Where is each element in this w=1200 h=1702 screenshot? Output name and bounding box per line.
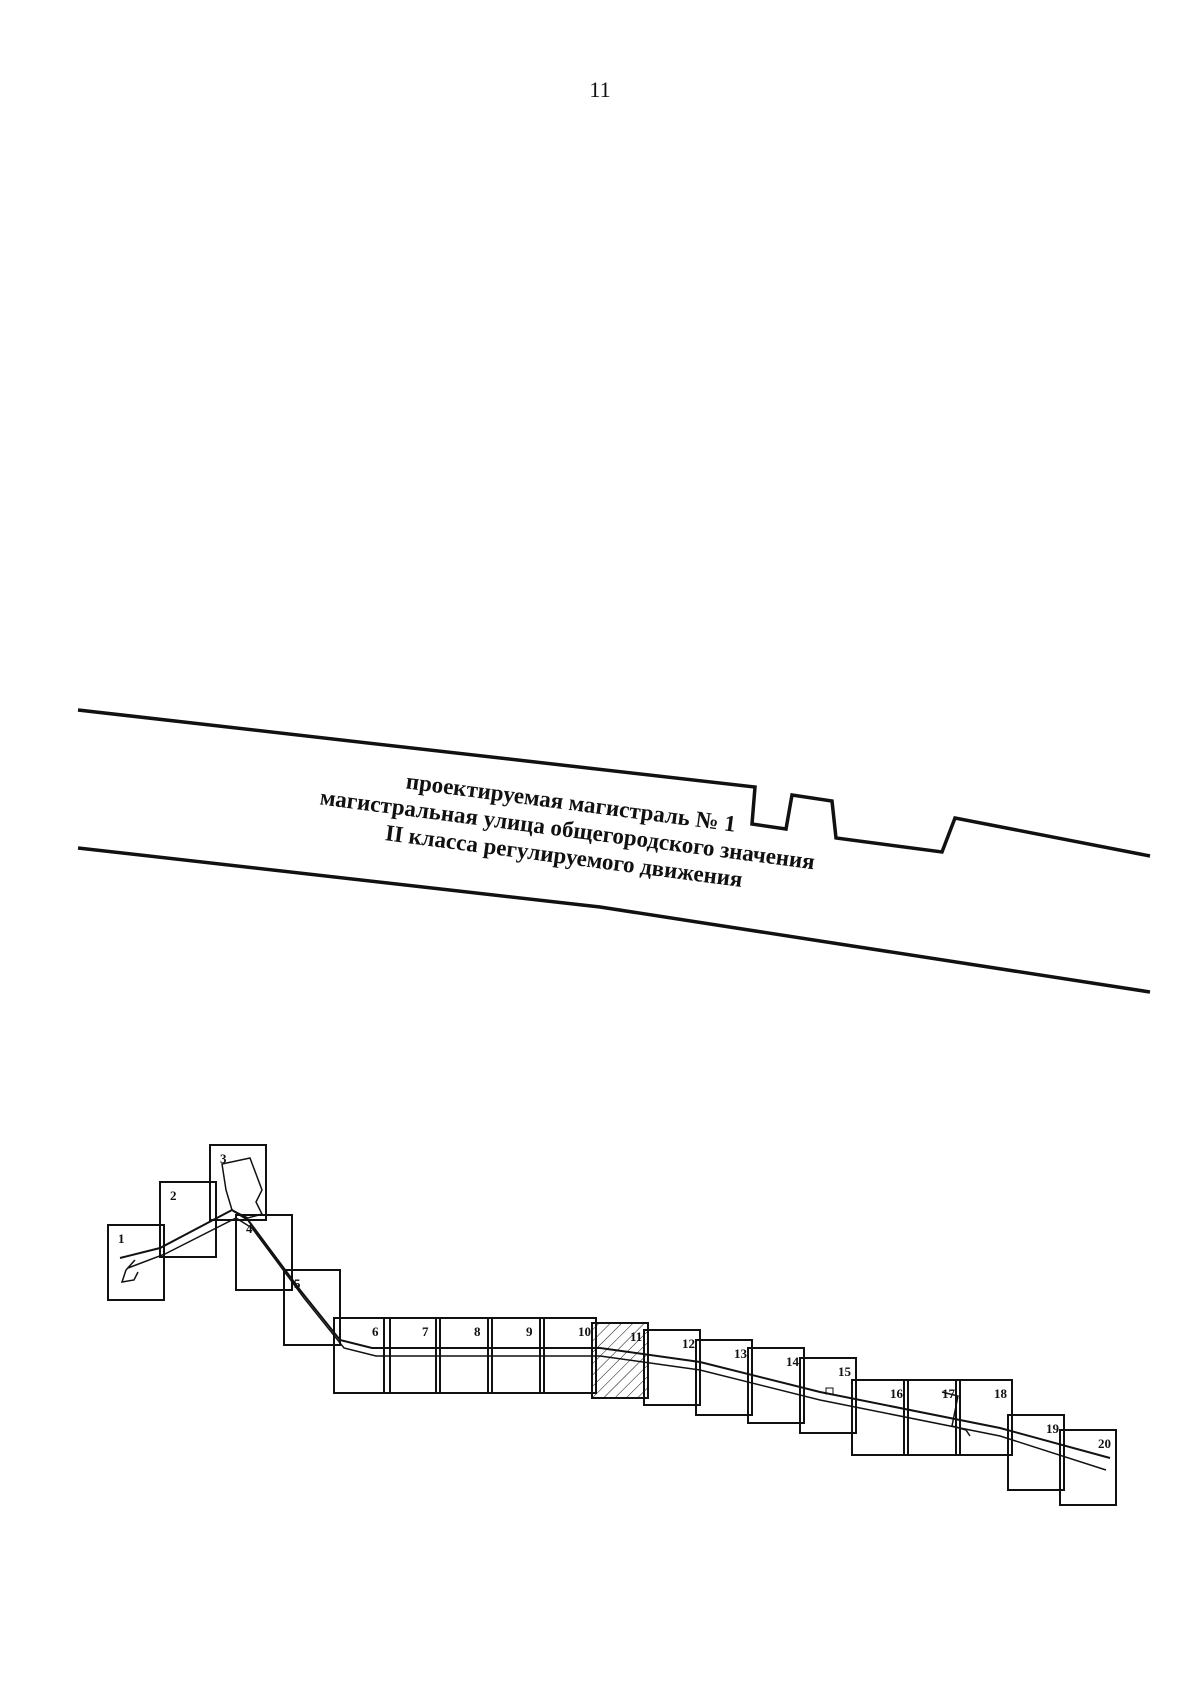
road-branch-sheet-17 [941, 1391, 971, 1437]
sheet-label-18: 18 [994, 1386, 1008, 1401]
road-alignment-upper [119, 1208, 1111, 1459]
street-lower-boundary [77, 846, 1151, 994]
sheet-label-16: 16 [890, 1386, 904, 1401]
sheet-label-19: 19 [1046, 1421, 1060, 1436]
sheet-box-11 [591, 1322, 649, 1399]
street-upper-boundary [77, 708, 1151, 858]
sheet-label-6: 6 [372, 1324, 379, 1339]
sheet-box-14 [747, 1347, 805, 1424]
sheet-box-5 [283, 1269, 341, 1346]
road-interchange-sheet-3 [221, 1157, 264, 1219]
sheet-label-14: 14 [786, 1354, 800, 1369]
sheet-box-18 [955, 1379, 1013, 1456]
road-hook-sheet-1 [120, 1259, 139, 1283]
sheet-label-3: 3 [220, 1151, 227, 1166]
sheet-label-20: 20 [1098, 1436, 1111, 1451]
sheet-label-12: 12 [682, 1336, 695, 1351]
street-plan: проектируемая магистраль № 1 магистральн… [77, 708, 1151, 994]
sheet-box-19 [1007, 1414, 1065, 1491]
sheet-label-8: 8 [474, 1324, 481, 1339]
sheet-label-11: 11 [630, 1329, 642, 1344]
sheet-label-4: 4 [246, 1221, 253, 1236]
road-alignment-lower [127, 1217, 1107, 1471]
sheet-label-10: 10 [578, 1324, 591, 1339]
road-marker-sheet-15 [825, 1387, 834, 1395]
sheet-label-15: 15 [838, 1364, 852, 1379]
sheet-box-12 [643, 1329, 701, 1406]
sheet-label-5: 5 [294, 1276, 301, 1291]
sheet-label-7: 7 [422, 1324, 429, 1339]
sheet-box-4 [235, 1214, 293, 1291]
sheet-box-20 [1059, 1429, 1117, 1506]
sheet-box-1 [107, 1224, 165, 1301]
sheet-box-2 [159, 1181, 217, 1258]
sheet-label-1: 1 [118, 1231, 125, 1246]
sheet-box-3 [209, 1144, 267, 1221]
sheet-label-13: 13 [734, 1346, 748, 1361]
sheet-label-9: 9 [526, 1324, 533, 1339]
sheet-label-2: 2 [170, 1188, 177, 1203]
page-number: 11 [589, 77, 611, 102]
sheet-box-13 [695, 1339, 753, 1416]
